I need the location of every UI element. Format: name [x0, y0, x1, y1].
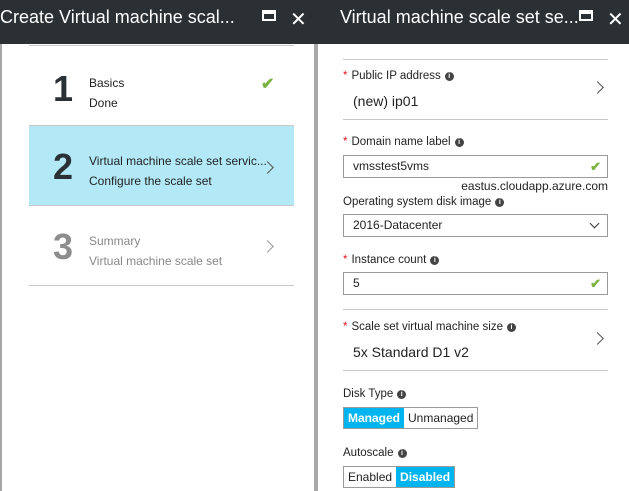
autoscale-disabled[interactable]: Disabled	[396, 467, 455, 487]
chevron-down-icon	[589, 218, 600, 229]
disk-type-unmanaged[interactable]: Unmanaged	[404, 408, 478, 428]
info-icon[interactable]: i	[397, 390, 407, 399]
chevron-right-icon	[591, 332, 604, 345]
autoscale-enabled[interactable]: Enabled	[344, 467, 397, 487]
close-icon[interactable]: ✕	[290, 9, 307, 31]
blade-header: Create Virtual machine scal... ✕	[0, 0, 316, 44]
step-title: Basics	[89, 76, 125, 90]
maximize-icon[interactable]	[579, 10, 593, 21]
vm-size-value: 5x Standard D1 v2	[353, 344, 469, 360]
create-vmss-blade: Create Virtual machine scal... ✕ 1 Basic…	[0, 0, 316, 491]
info-icon[interactable]: i	[397, 449, 407, 458]
chevron-right-icon	[261, 240, 274, 253]
divider	[343, 370, 608, 371]
info-icon[interactable]: i	[430, 256, 440, 265]
instance-count-value: 5	[353, 276, 360, 290]
close-icon[interactable]: ✕	[607, 9, 624, 31]
vmss-settings-blade: Virtual machine scale set se... ✕ *Publi…	[316, 0, 629, 491]
step-basics[interactable]: 1 Basics Done ✔	[29, 45, 294, 126]
blade-header: Virtual machine scale set se... ✕	[316, 0, 629, 44]
step-vmss-settings[interactable]: 2 Virtual machine scale set servic... Co…	[29, 126, 294, 206]
os-disk-image-dropdown[interactable]: 2016-Datacenter	[343, 214, 608, 237]
chevron-right-icon	[591, 81, 604, 94]
step-subtitle: Virtual machine scale set	[89, 254, 223, 268]
info-icon[interactable]: i	[444, 72, 454, 81]
divider	[343, 59, 608, 60]
step-subtitle: Done	[89, 96, 118, 110]
os-disk-image-value: 2016-Datacenter	[353, 218, 443, 232]
step-title: Summary	[89, 234, 141, 248]
step-number: 1	[53, 68, 74, 109]
step-subtitle: Configure the scale set	[89, 174, 212, 188]
disk-type-managed[interactable]: Managed	[344, 408, 405, 428]
divider	[343, 119, 608, 120]
disk-type-toggle: Managed Unmanaged	[343, 407, 479, 429]
domain-suffix: eastus.cloudapp.azure.com	[461, 179, 608, 193]
domain-name-input[interactable]: vmsstest5vms ✔	[343, 155, 608, 178]
autoscale-toggle: Enabled Disabled	[343, 466, 456, 488]
blade-title: Virtual machine scale set se...	[340, 7, 579, 27]
check-icon: ✔	[590, 159, 601, 174]
step-number: 3	[53, 226, 74, 267]
instance-count-input[interactable]: 5 ✔	[343, 272, 608, 295]
divider	[343, 309, 608, 310]
blade-title: Create Virtual machine scal...	[0, 7, 235, 27]
check-icon: ✔	[261, 76, 275, 93]
maximize-icon[interactable]	[262, 10, 276, 21]
info-icon[interactable]: i	[454, 138, 464, 147]
check-icon: ✔	[590, 276, 601, 291]
info-icon[interactable]: i	[495, 198, 505, 207]
step-title: Virtual machine scale set servic...	[89, 154, 267, 168]
step-number: 2	[53, 146, 74, 187]
public-ip-value: (new) ip01	[353, 93, 419, 109]
domain-name-value: vmsstest5vms	[353, 159, 430, 173]
wizard-steps: 1 Basics Done ✔ 2 Virtual machine scale …	[29, 45, 294, 286]
info-icon[interactable]: i	[506, 323, 516, 332]
step-summary[interactable]: 3 Summary Virtual machine scale set	[29, 206, 294, 286]
